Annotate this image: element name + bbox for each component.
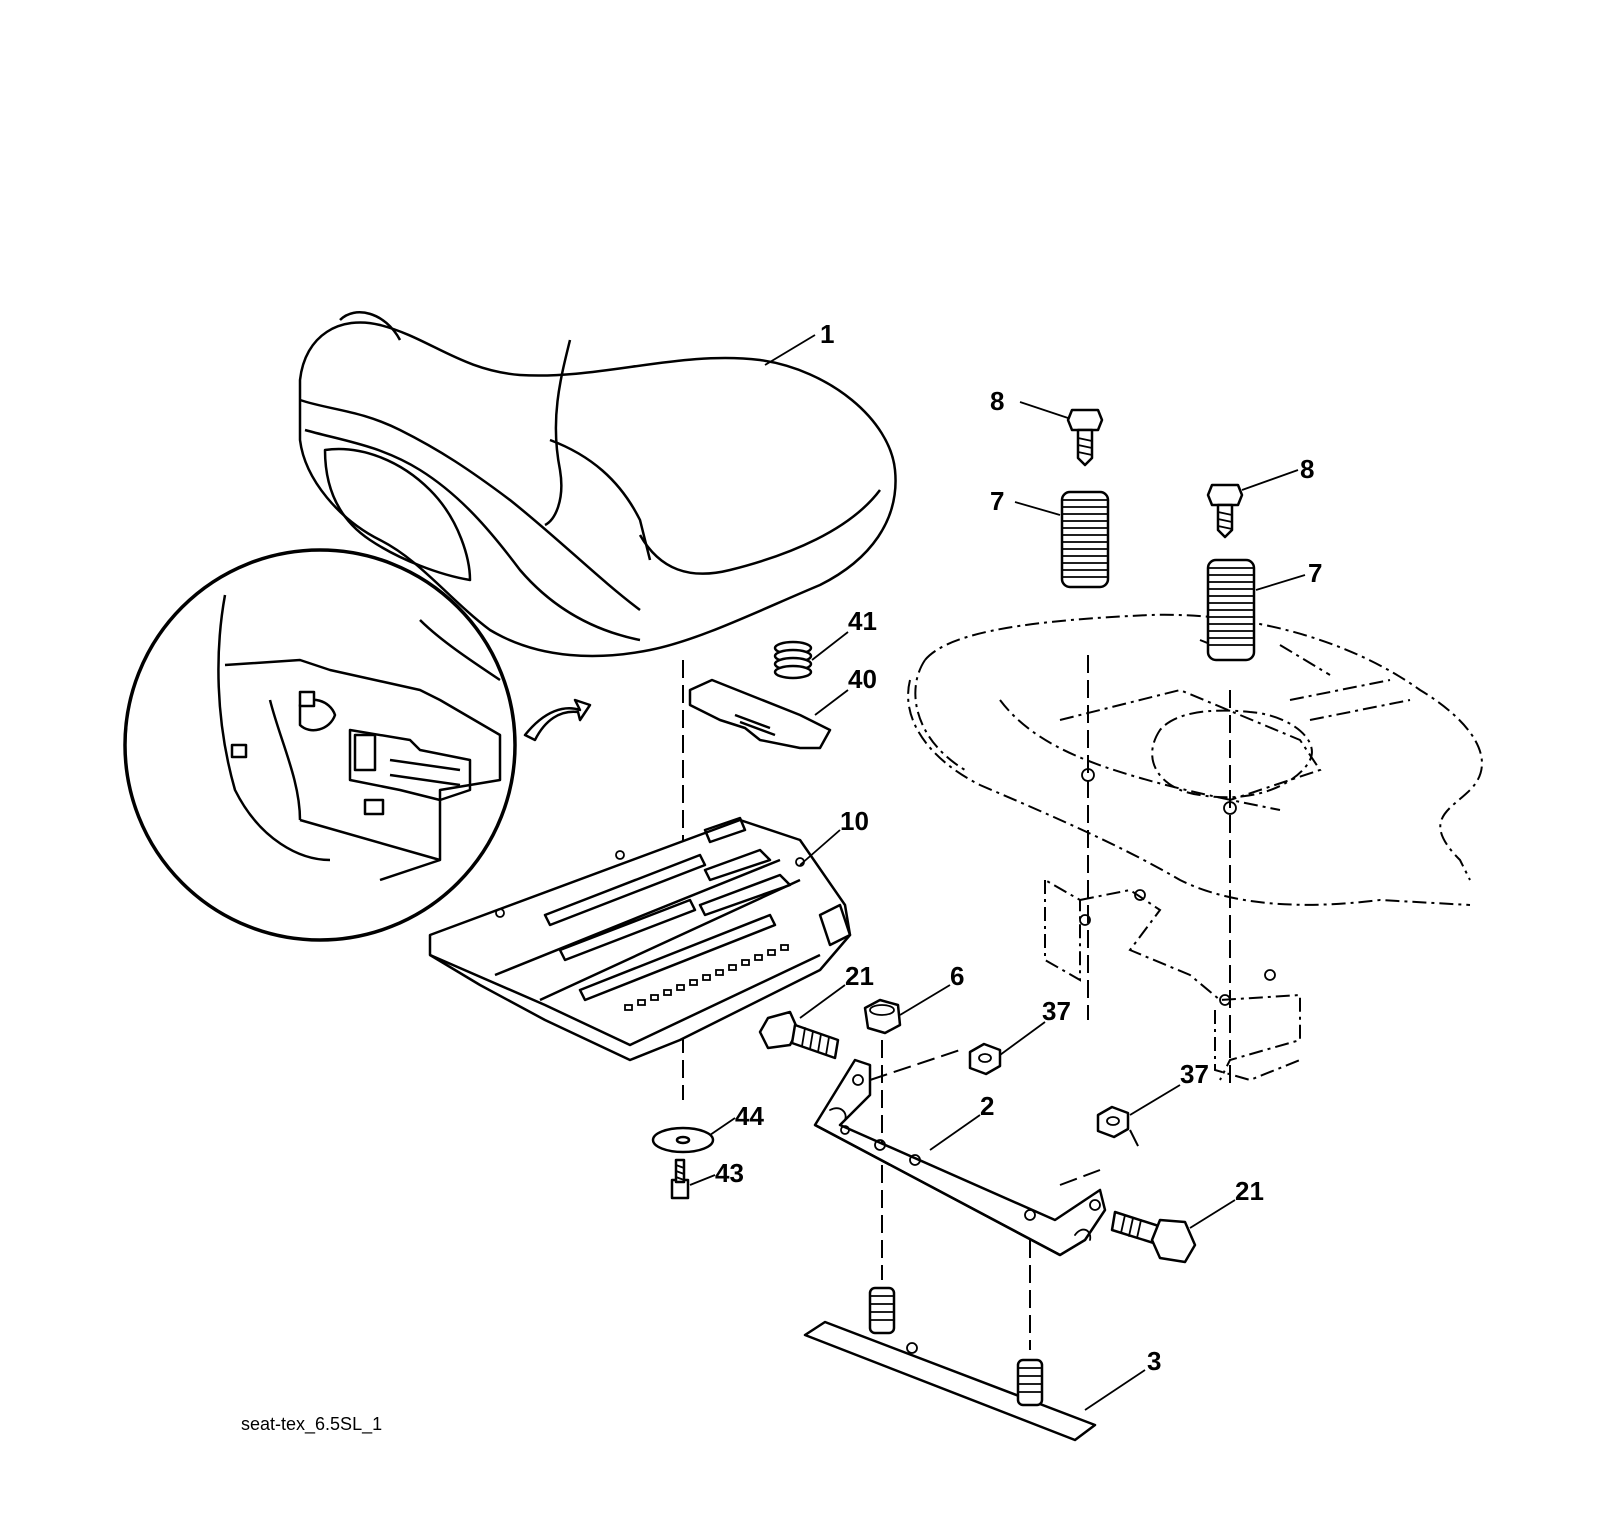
callout-37-upper: 37: [1042, 996, 1071, 1026]
callout-7-left: 7: [990, 486, 1004, 516]
callout-41: 41: [848, 606, 877, 636]
callout-40: 40: [848, 664, 877, 694]
nut-37-upper: [968, 1042, 1002, 1076]
leader-44: [709, 1117, 736, 1136]
base-plate: [803, 1286, 1097, 1442]
callout-43: 43: [715, 1158, 744, 1188]
dash-37-upper: [869, 1049, 961, 1081]
bolt-21-right: [1110, 1210, 1197, 1264]
leader-43: [689, 1174, 716, 1186]
callout-6: 6: [950, 961, 964, 991]
nut-37-lower: [1096, 1105, 1130, 1139]
nut-6: [863, 998, 902, 1035]
callout-7-right: 7: [1308, 558, 1322, 588]
washer: [651, 1126, 715, 1154]
leader-37-upper: [999, 1021, 1046, 1056]
leader-7-left: [1014, 501, 1061, 516]
callout-8-left: 8: [990, 386, 1004, 416]
detail-view: [123, 548, 592, 942]
leader-8-right: [1241, 469, 1299, 491]
leader-1: [764, 334, 816, 366]
dash-37-lower: [1129, 1129, 1141, 1151]
callout-2: 2: [980, 1091, 994, 1121]
tractor-frame-outline: [907, 613, 1483, 1090]
callout-1: 1: [820, 319, 834, 349]
leader-37-lower: [1129, 1084, 1181, 1116]
leader-7-right: [1255, 574, 1306, 591]
bolt-right: [1206, 483, 1244, 539]
seat: [298, 311, 897, 658]
switch-spring: [773, 640, 813, 680]
bracket: [813, 1058, 1107, 1257]
leader-8-left: [1019, 401, 1069, 419]
bolt-21-left: [758, 1010, 840, 1060]
callout-21-right: 21: [1235, 1176, 1264, 1206]
dash-bracket-right: [1059, 1169, 1101, 1186]
callout-37-lower: 37: [1180, 1059, 1209, 1089]
callout-10: 10: [840, 806, 869, 836]
spring-left: [1060, 490, 1110, 589]
callout-44: 44: [735, 1101, 764, 1131]
leader-40: [814, 689, 849, 716]
callout-8-right: 8: [1300, 454, 1314, 484]
spring-right: [1206, 558, 1256, 662]
leader-21-right: [1189, 1199, 1236, 1229]
leader-41: [811, 631, 849, 661]
callout-21-left: 21: [845, 961, 874, 991]
seat-pan: [428, 816, 852, 1062]
leader-2: [929, 1114, 981, 1151]
bolt-left: [1066, 408, 1104, 467]
leader-3: [1084, 1369, 1146, 1411]
leader-21-left: [799, 984, 846, 1019]
callout-3: 3: [1147, 1346, 1161, 1376]
switch-plate: [688, 678, 832, 750]
leader-10: [799, 829, 841, 866]
drawing-code: seat-tex_6.5SL_1: [241, 1414, 382, 1435]
leader-6: [899, 984, 951, 1016]
screw: [670, 1158, 690, 1200]
